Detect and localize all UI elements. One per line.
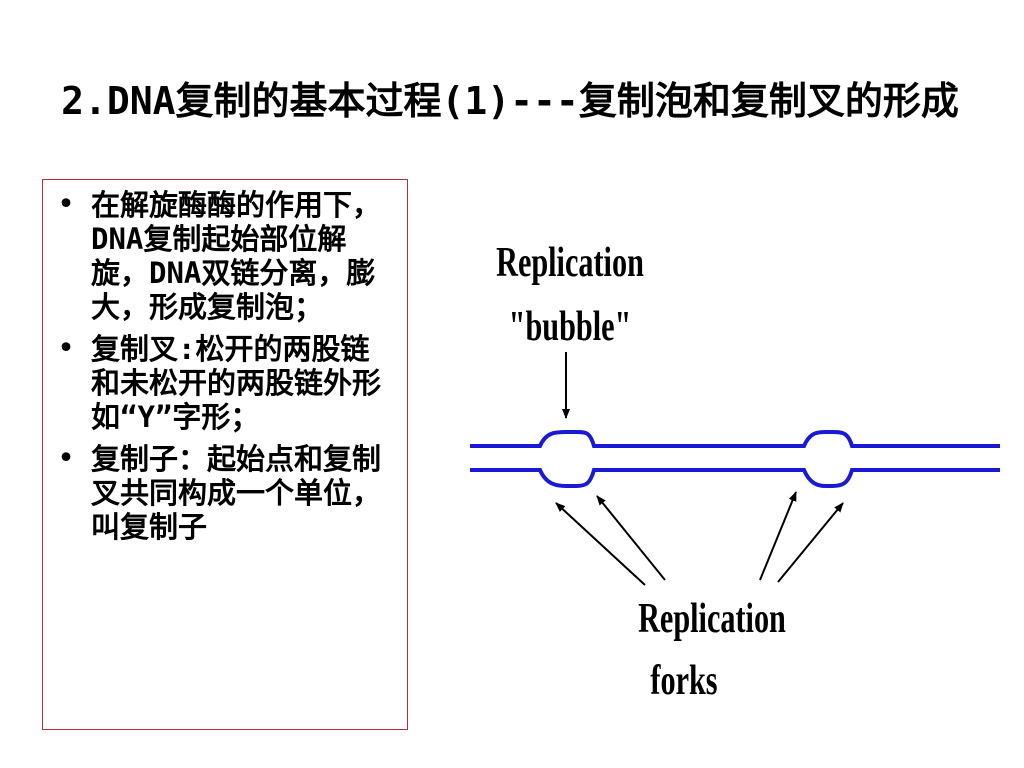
upper-strand <box>470 430 1000 448</box>
bullet-item-1: • 在解旋酶酶的作用下，DNA复制起始部位解旋，DNA双链分离，膨大，形成复制泡… <box>43 187 407 325</box>
bullet-item-2: • 复制叉:松开的两股链和未松开的两股链外形如“Y”字形； <box>43 331 407 435</box>
forks-label-line2: forks <box>650 656 717 703</box>
bullet-list: • 在解旋酶酶的作用下，DNA复制起始部位解旋，DNA双链分离，膨大，形成复制泡… <box>43 180 407 545</box>
fork-arrow <box>555 502 646 586</box>
fork-arrow <box>596 495 666 581</box>
lower-strand <box>470 468 1000 488</box>
bullet-text: 复制子：起始点和复制叉共同构成一个单位，叫复制子 <box>91 442 382 544</box>
bullet-text-box: • 在解旋酶酶的作用下，DNA复制起始部位解旋，DNA双链分离，膨大，形成复制泡… <box>42 179 408 730</box>
slide-title: 2.DNA复制的基本过程(1)---复制泡和复制叉的形成 <box>61 79 959 123</box>
bullet-marker: • <box>57 187 76 222</box>
bullet-marker: • <box>57 331 76 366</box>
bullet-text: 复制叉:松开的两股链和未松开的两股链外形如“Y”字形； <box>91 332 382 434</box>
bullet-marker: • <box>57 441 76 476</box>
fork-arrow <box>777 502 844 583</box>
dna-strands <box>470 430 1000 488</box>
fork-arrow <box>759 491 797 581</box>
bullet-item-3: • 复制子：起始点和复制叉共同构成一个单位，叫复制子 <box>43 441 407 545</box>
bubble-label-line2: "bubble" <box>509 302 632 349</box>
bullet-text: 在解旋酶酶的作用下，DNA复制起始部位解旋，DNA双链分离，膨大，形成复制泡； <box>91 188 382 324</box>
forks-label-line1: Replication <box>638 594 786 641</box>
bubble-label-line1: Replication <box>496 238 644 285</box>
fork-arrows <box>555 491 844 586</box>
